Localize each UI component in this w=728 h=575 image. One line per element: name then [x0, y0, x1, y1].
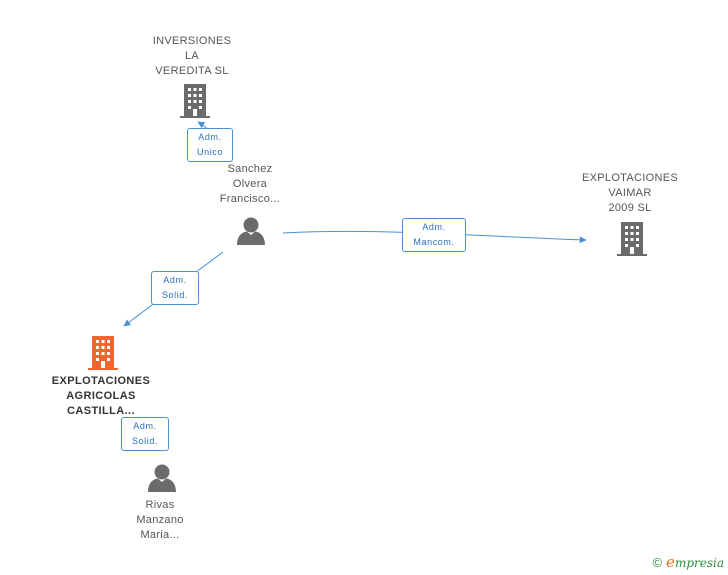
- person-label-rivas[interactable]: Rivas Manzano Maria...: [136, 499, 184, 541]
- person-icon[interactable]: [237, 217, 265, 246]
- relation-line1: Adm.: [422, 222, 446, 232]
- relation-line2: Solid.: [131, 436, 159, 446]
- relation-box-adm-mancom[interactable]: Adm. Mancom.: [402, 218, 466, 252]
- empresia-watermark[interactable]: © empresia: [652, 553, 724, 571]
- relation-box-adm-solid[interactable]: Adm. Solid.: [121, 417, 169, 451]
- copyright-icon: ©: [652, 554, 663, 570]
- person-label-sanchez[interactable]: Sanchez Olvera Francisco...: [219, 163, 281, 205]
- building-icon[interactable]: [180, 84, 210, 118]
- relation-line2: Mancom.: [413, 237, 455, 247]
- company-label-inversiones[interactable]: INVERSIONES LA VEREDITA SL: [152, 35, 232, 77]
- empresia-logo: empresia: [666, 553, 724, 571]
- building-icon[interactable]: [617, 222, 647, 256]
- relation-line2: Unico: [196, 147, 223, 157]
- person-icon[interactable]: [148, 464, 176, 493]
- relation-line2: Solid.: [161, 290, 189, 300]
- relation-box-adm-solid[interactable]: Adm. Solid.: [151, 271, 199, 305]
- relation-box-adm-unico[interactable]: Adm. Unico: [187, 128, 233, 162]
- relation-line1: Adm.: [163, 275, 187, 285]
- relation-line1: Adm.: [198, 132, 222, 142]
- company-label-castilla[interactable]: EXPLOTACIONES AGRICOLAS CASTILLA...: [51, 375, 151, 417]
- company-label-vaimar[interactable]: EXPLOTACIONES VAIMAR 2009 SL: [582, 172, 678, 214]
- main-company-building-icon[interactable]: [88, 336, 118, 370]
- relation-line1: Adm.: [133, 421, 157, 431]
